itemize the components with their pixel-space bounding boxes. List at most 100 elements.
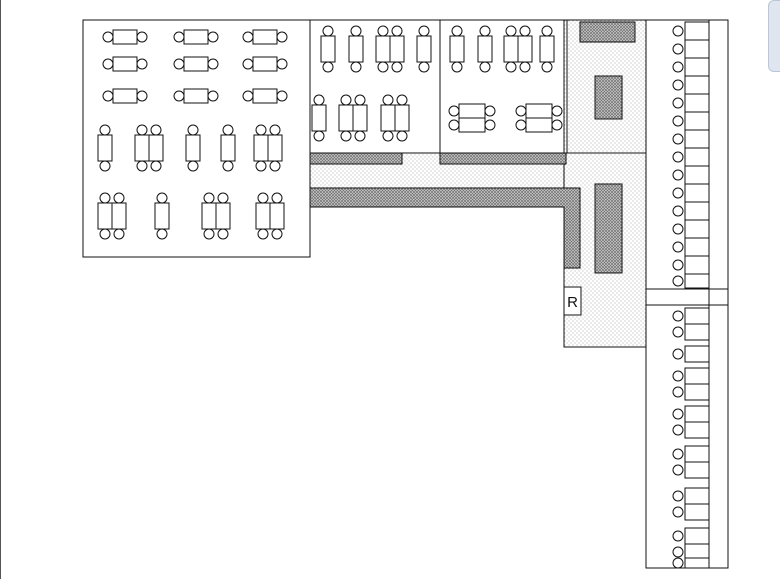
table-double: [134, 124, 164, 172]
chair: [672, 25, 684, 37]
table-top: [111, 202, 127, 230]
booth-table: [684, 527, 710, 545]
chair: [672, 275, 684, 287]
table-top: [112, 56, 138, 72]
chair: [391, 25, 403, 37]
chair: [672, 223, 684, 235]
chair: [207, 31, 219, 43]
chair: [173, 58, 185, 70]
table-top: [97, 202, 113, 230]
chair: [382, 130, 394, 142]
table-top: [255, 202, 271, 230]
table-top: [477, 35, 493, 63]
booth-seat: [672, 255, 710, 275]
booth-seat: [672, 323, 710, 341]
chair: [217, 192, 229, 204]
chair: [173, 90, 185, 102]
table-top: [458, 103, 486, 119]
chair: [99, 228, 111, 240]
chair: [448, 105, 460, 117]
booth-seat: [672, 21, 710, 41]
booth-seat: [672, 527, 710, 545]
table-top: [338, 104, 354, 132]
chair: [313, 130, 325, 142]
counters: [309, 21, 636, 274]
chair: [102, 90, 114, 102]
chair: [418, 61, 430, 73]
booth-table: [684, 557, 710, 569]
chair: [113, 228, 125, 240]
chair: [382, 94, 394, 106]
table-top: [201, 202, 217, 230]
chair: [173, 31, 185, 43]
table-top: [185, 134, 201, 162]
chair: [672, 557, 684, 569]
booth-table: [684, 21, 710, 41]
r-marker-box: [563, 286, 582, 316]
chair: [136, 31, 148, 43]
furniture-layer: [97, 21, 710, 569]
booth-table: [684, 147, 710, 167]
table-vertical: [539, 25, 555, 73]
table-top: [320, 35, 336, 63]
chair: [451, 61, 463, 73]
chair: [203, 228, 215, 240]
booth-table: [684, 165, 710, 185]
booth-table: [684, 345, 710, 363]
chair: [257, 192, 269, 204]
table-top: [267, 134, 283, 162]
side-panel-tab[interactable]: [768, 0, 780, 72]
booth-seat: [672, 237, 710, 257]
booth-seat: [672, 503, 710, 521]
chair: [207, 90, 219, 102]
table-top: [112, 88, 138, 104]
table-top: [112, 29, 138, 45]
chair: [672, 370, 684, 382]
booth-seat: [672, 57, 710, 77]
column-band: [645, 288, 729, 306]
chair: [242, 31, 254, 43]
booth-table: [684, 273, 710, 289]
booth-seat: [672, 345, 710, 363]
table-top: [348, 35, 364, 63]
table-top: [220, 134, 236, 162]
table-top: [416, 35, 432, 63]
chair: [102, 58, 114, 70]
chair: [217, 228, 229, 240]
booth-seat: [672, 165, 710, 185]
table-vertical: [449, 25, 465, 73]
table-double: [375, 25, 405, 73]
table-vertical: [320, 25, 336, 73]
table-double: [380, 94, 410, 142]
chair: [377, 61, 389, 73]
table-top: [183, 88, 209, 104]
counter-tall: [594, 183, 623, 274]
booth-table: [684, 183, 710, 203]
chair: [136, 90, 148, 102]
chair: [99, 160, 111, 172]
table-top: [154, 202, 170, 230]
table-horizontal: [242, 29, 288, 45]
booth-seat: [672, 273, 710, 289]
chair: [672, 408, 684, 420]
chair: [136, 124, 148, 136]
table-horizontal: [173, 88, 219, 104]
table-vertical: [311, 94, 327, 142]
booth-table: [684, 307, 710, 325]
counter-strip-left: [309, 152, 403, 165]
r-marker[interactable]: R: [563, 286, 582, 316]
chair: [255, 124, 267, 136]
booth-table: [684, 111, 710, 131]
chair: [113, 192, 125, 204]
chair: [187, 160, 199, 172]
chair: [672, 464, 684, 476]
chair: [207, 58, 219, 70]
chair: [156, 192, 168, 204]
table-horizontal: [173, 29, 219, 45]
table-double: [255, 192, 285, 240]
booth-table: [684, 201, 710, 221]
table-top: [183, 29, 209, 45]
chair: [396, 94, 408, 106]
chair: [269, 160, 281, 172]
chair: [136, 58, 148, 70]
